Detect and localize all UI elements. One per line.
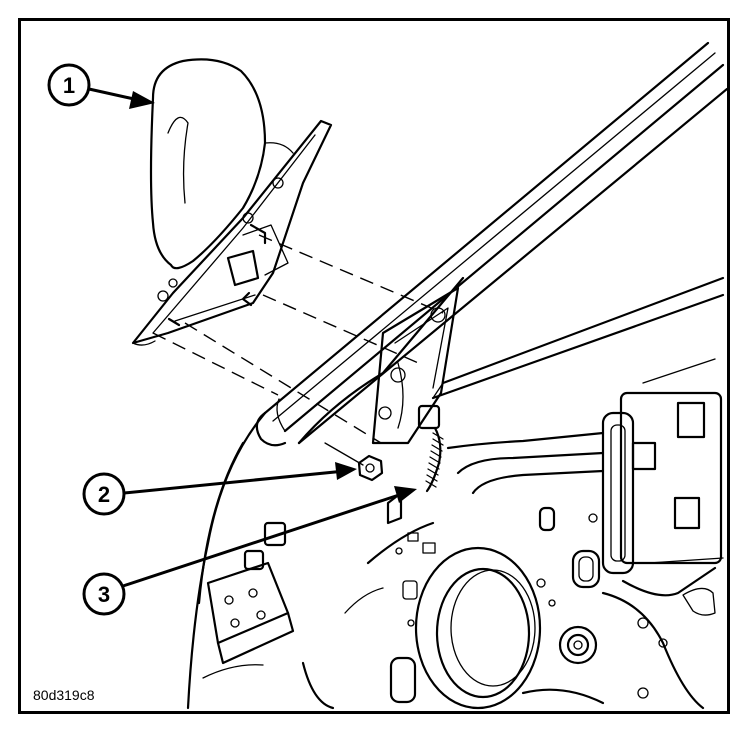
callout-3-label: 3 [98, 582, 110, 607]
wire-harness [386, 404, 444, 525]
mirror-installation-diagram: 1 2 3 [47, 41, 727, 710]
mirror [131, 58, 333, 346]
figure-id-label: 80d319c8 [33, 687, 95, 703]
callout-1-label: 1 [63, 73, 75, 98]
callout-2-label: 2 [98, 482, 110, 507]
callout-2: 2 [82, 462, 357, 516]
a-pillar [255, 41, 727, 447]
nut [324, 442, 384, 482]
alignment-lines [152, 234, 444, 444]
callout-3: 3 [82, 486, 417, 616]
diagram-frame: 1 2 3 80d319c8 [18, 18, 730, 714]
mirror-mount-area [371, 286, 460, 445]
callout-1: 1 [47, 63, 155, 109]
door-inner-panel [344, 358, 724, 710]
